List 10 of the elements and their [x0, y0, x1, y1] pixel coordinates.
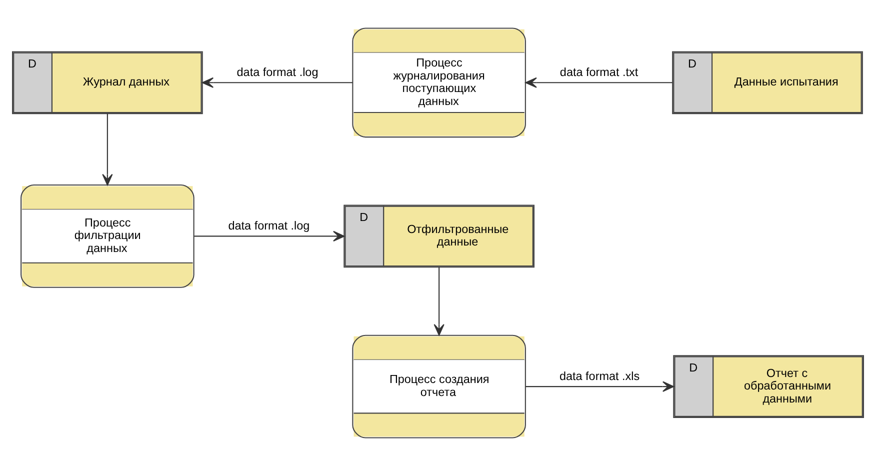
edge-label: data format .xls	[559, 370, 640, 383]
edge-label: data format .log	[236, 66, 318, 80]
arrow	[434, 267, 444, 336]
arrow	[202, 77, 353, 88]
arrow	[194, 230, 345, 242]
arrow	[525, 77, 672, 88]
edge-label: data format .log	[228, 220, 310, 233]
arrow	[102, 114, 113, 186]
arrow	[526, 381, 674, 392]
edge-label: data format .txt	[560, 66, 638, 80]
